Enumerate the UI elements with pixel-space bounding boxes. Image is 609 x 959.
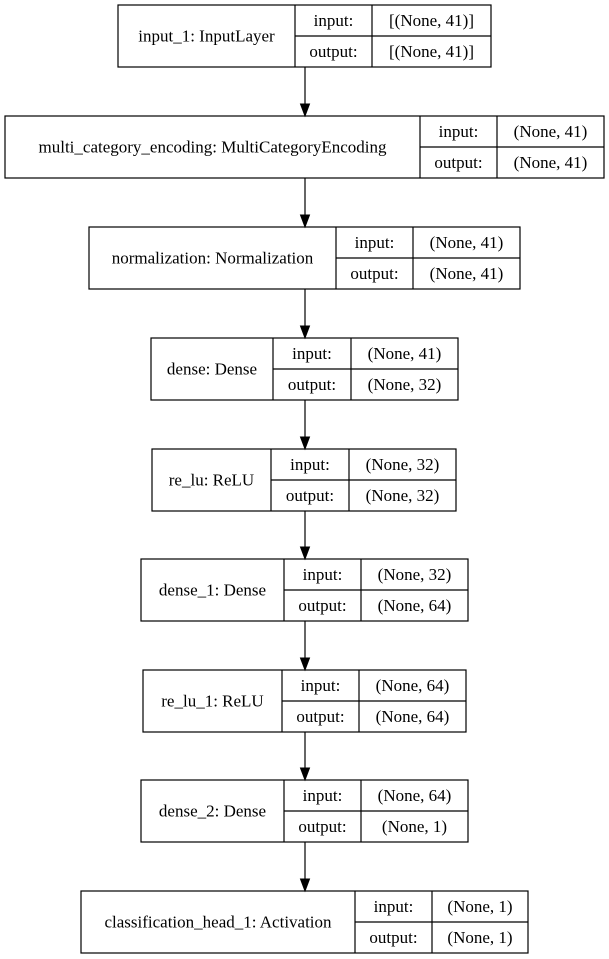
output-label: output:: [298, 596, 346, 615]
layer-node: re_lu: ReLU input: (None, 32) output: (None,…: [151, 448, 457, 512]
input-label: input:: [355, 233, 395, 252]
layer-node: dense: Dense input: (None, 41) output: (None…: [150, 337, 459, 401]
input-label: input:: [439, 122, 479, 141]
connection-arrow: [299, 842, 311, 893]
output-shape: (None, 64): [376, 707, 450, 726]
output-label: output:: [434, 153, 482, 172]
layer-node: classification_head_1: Activation input: (…: [80, 890, 529, 954]
input-label: input:: [290, 455, 330, 474]
input-shape: (None, 41): [368, 344, 442, 363]
output-label: output:: [286, 486, 334, 505]
arrow-head: [299, 878, 311, 893]
input-label: input:: [374, 897, 414, 916]
layer-name: classification_head_1: Activation: [104, 913, 332, 932]
input-shape: (None, 41): [430, 233, 504, 252]
output-shape: [(None, 41)]: [389, 42, 474, 61]
output-label: output:: [350, 264, 398, 283]
arrow-head: [299, 436, 311, 451]
output-label: output:: [369, 928, 417, 947]
layer-name: normalization: Normalization: [112, 249, 314, 268]
output-shape: (None, 41): [514, 153, 588, 172]
connection-arrow: [299, 67, 311, 118]
output-shape: (None, 32): [368, 375, 442, 394]
output-label: output:: [298, 817, 346, 836]
input-label: input:: [303, 565, 343, 584]
connection-arrow: [299, 511, 311, 561]
layer-name: input_1: InputLayer: [138, 27, 275, 46]
input-shape: (None, 32): [378, 565, 452, 584]
layer-node: dense_1: Dense input: (None, 32) output: (No…: [140, 558, 469, 622]
input-label: input:: [292, 344, 332, 363]
output-shape: (None, 41): [430, 264, 504, 283]
input-label: input:: [303, 786, 343, 805]
connection-arrow: [299, 289, 311, 340]
layer-connections: [299, 67, 311, 893]
layer-node: input_1: InputLayer input: [(None, 41)] out…: [117, 4, 492, 68]
layer-name: multi_category_encoding: MultiCategoryEn…: [39, 138, 387, 157]
layer-nodes: input_1: InputLayer input: [(None, 41)] out…: [4, 4, 605, 954]
layer-name: dense_1: Dense: [159, 581, 266, 600]
layer-name: dense: Dense: [167, 360, 257, 379]
connection-arrow: [299, 178, 311, 229]
output-label: output:: [309, 42, 357, 61]
input-shape: (None, 41): [514, 122, 588, 141]
connection-arrow: [299, 621, 311, 672]
input-label: input:: [301, 676, 341, 695]
connection-arrow: [299, 400, 311, 451]
arrow-head: [299, 103, 311, 118]
output-label: output:: [288, 375, 336, 394]
arrow-head: [299, 657, 311, 672]
layer-name: re_lu_1: ReLU: [161, 692, 263, 711]
arrow-head: [299, 546, 311, 561]
output-shape: (None, 1): [447, 928, 512, 947]
connection-arrow: [299, 732, 311, 782]
output-shape: (None, 32): [366, 486, 440, 505]
input-shape: (None, 32): [366, 455, 440, 474]
output-shape: (None, 64): [378, 596, 452, 615]
layer-node: multi_category_encoding: MultiCategoryEn…: [4, 115, 605, 179]
input-shape: (None, 64): [378, 786, 452, 805]
arrow-head: [299, 214, 311, 229]
arrow-head: [299, 767, 311, 782]
layer-name: re_lu: ReLU: [169, 471, 254, 490]
input-shape: (None, 1): [447, 897, 512, 916]
arrow-head: [299, 325, 311, 340]
layer-node: normalization: Normalization input: (None,…: [88, 226, 521, 290]
layer-node: dense_2: Dense input: (None, 64) output: (No…: [140, 779, 469, 843]
layer-name: dense_2: Dense: [159, 802, 266, 821]
output-shape: (None, 1): [382, 817, 447, 836]
output-label: output:: [296, 707, 344, 726]
input-shape: [(None, 41)]: [389, 11, 474, 30]
layer-node: re_lu_1: ReLU input: (None, 64) output: (Non…: [142, 669, 467, 733]
input-shape: (None, 64): [376, 676, 450, 695]
input-label: input:: [314, 11, 354, 30]
